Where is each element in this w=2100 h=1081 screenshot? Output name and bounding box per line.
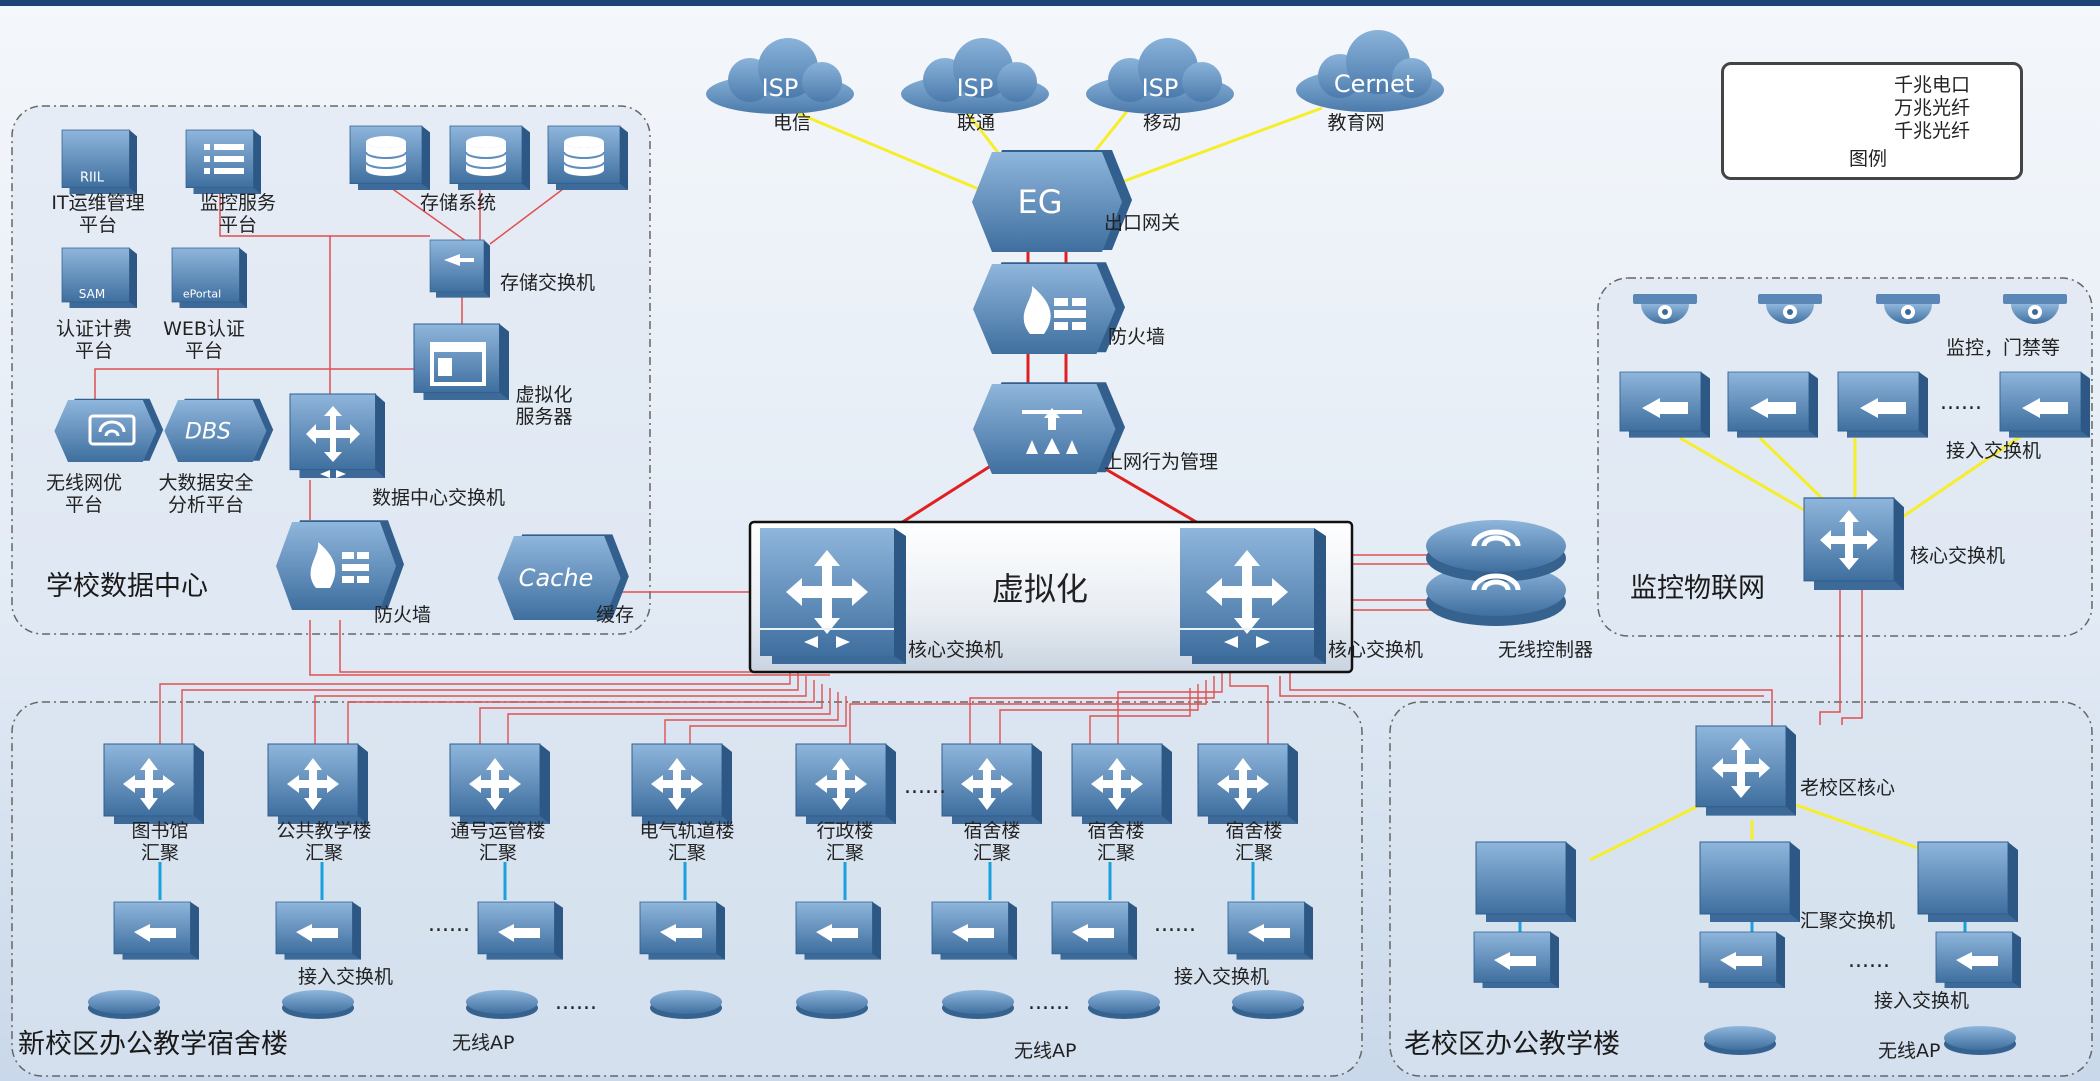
storage-switch <box>429 239 491 298</box>
isp-cloud-cernet <box>1296 30 1444 112</box>
new-campus-fanout <box>159 668 1269 752</box>
iot-core-switch <box>1803 497 1905 591</box>
legend-lines <box>1758 84 1872 133</box>
dc-firewall <box>276 520 404 610</box>
new-campus-access-switches <box>113 901 1314 961</box>
web-auth-server <box>171 247 248 309</box>
bigdata-platform <box>164 398 274 462</box>
datacenter-cables <box>94 174 830 676</box>
firewall-main <box>973 262 1125 354</box>
iot-access-switches <box>1619 371 2091 439</box>
isp-cloud-mobile <box>1086 38 1234 114</box>
core-switch-right <box>1180 528 1326 664</box>
iot-region <box>1597 277 2093 637</box>
header-bar <box>0 0 2100 6</box>
iot-cables <box>1679 428 2031 725</box>
dc-switch <box>289 393 386 479</box>
wireless-controller <box>1426 520 1566 626</box>
cache-device <box>497 534 629 620</box>
it-ops-server <box>61 129 138 195</box>
new-campus-ap-links <box>158 862 1967 934</box>
core-switch-left <box>760 528 906 664</box>
auth-server <box>61 247 138 309</box>
old-campus-agg-switches <box>1475 841 2019 923</box>
virtual-server <box>413 323 510 401</box>
monitor-service-server <box>185 129 262 195</box>
old-campus-core <box>1695 725 1797 817</box>
storage-array <box>349 125 629 191</box>
old-campus-cables <box>1279 670 1919 862</box>
old-campus-access-switches <box>1473 931 2022 989</box>
isp-cloud-telecom <box>706 38 854 114</box>
behavior-management <box>973 382 1125 474</box>
wireless-opt-platform <box>54 398 164 462</box>
isp-cloud-unicom <box>901 38 1049 114</box>
new-campus-aggregation-glyphs <box>123 758 1269 810</box>
datacenter-region <box>11 105 651 635</box>
eg-gateway <box>972 150 1132 252</box>
